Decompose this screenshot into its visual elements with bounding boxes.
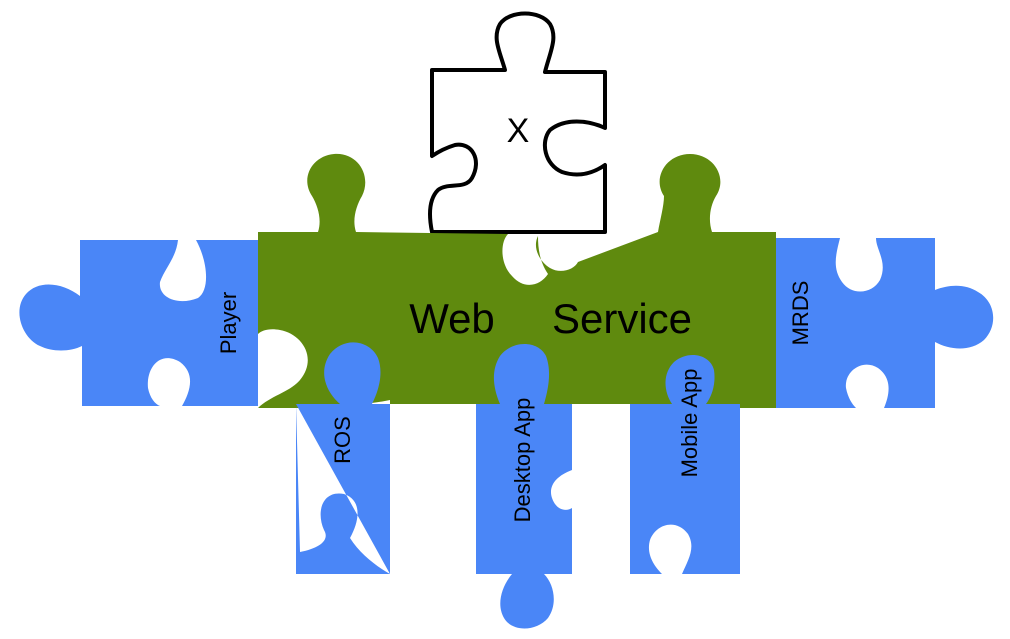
puzzle-piece-service <box>535 154 776 408</box>
piece-label-ros: ROS <box>330 416 355 464</box>
piece-label-mobile-app: Mobile App <box>677 369 702 478</box>
piece-label-web: Web <box>409 295 495 342</box>
puzzle-piece-desktop-app <box>476 344 572 629</box>
puzzle-piece-x <box>428 11 607 234</box>
puzzle-piece-player <box>19 240 258 406</box>
puzzle-piece-ros <box>296 342 390 574</box>
piece-label-player: Player <box>216 292 241 354</box>
piece-label-desktop-app: Desktop App <box>510 398 535 523</box>
puzzle-piece-mrds <box>770 238 994 408</box>
piece-label-service: Service <box>552 295 692 342</box>
puzzle-piece-web <box>258 153 548 408</box>
piece-label-x: X <box>507 112 530 150</box>
puzzle-piece-mobile-app <box>630 355 740 574</box>
piece-label-mrds: MRDS <box>788 281 813 346</box>
